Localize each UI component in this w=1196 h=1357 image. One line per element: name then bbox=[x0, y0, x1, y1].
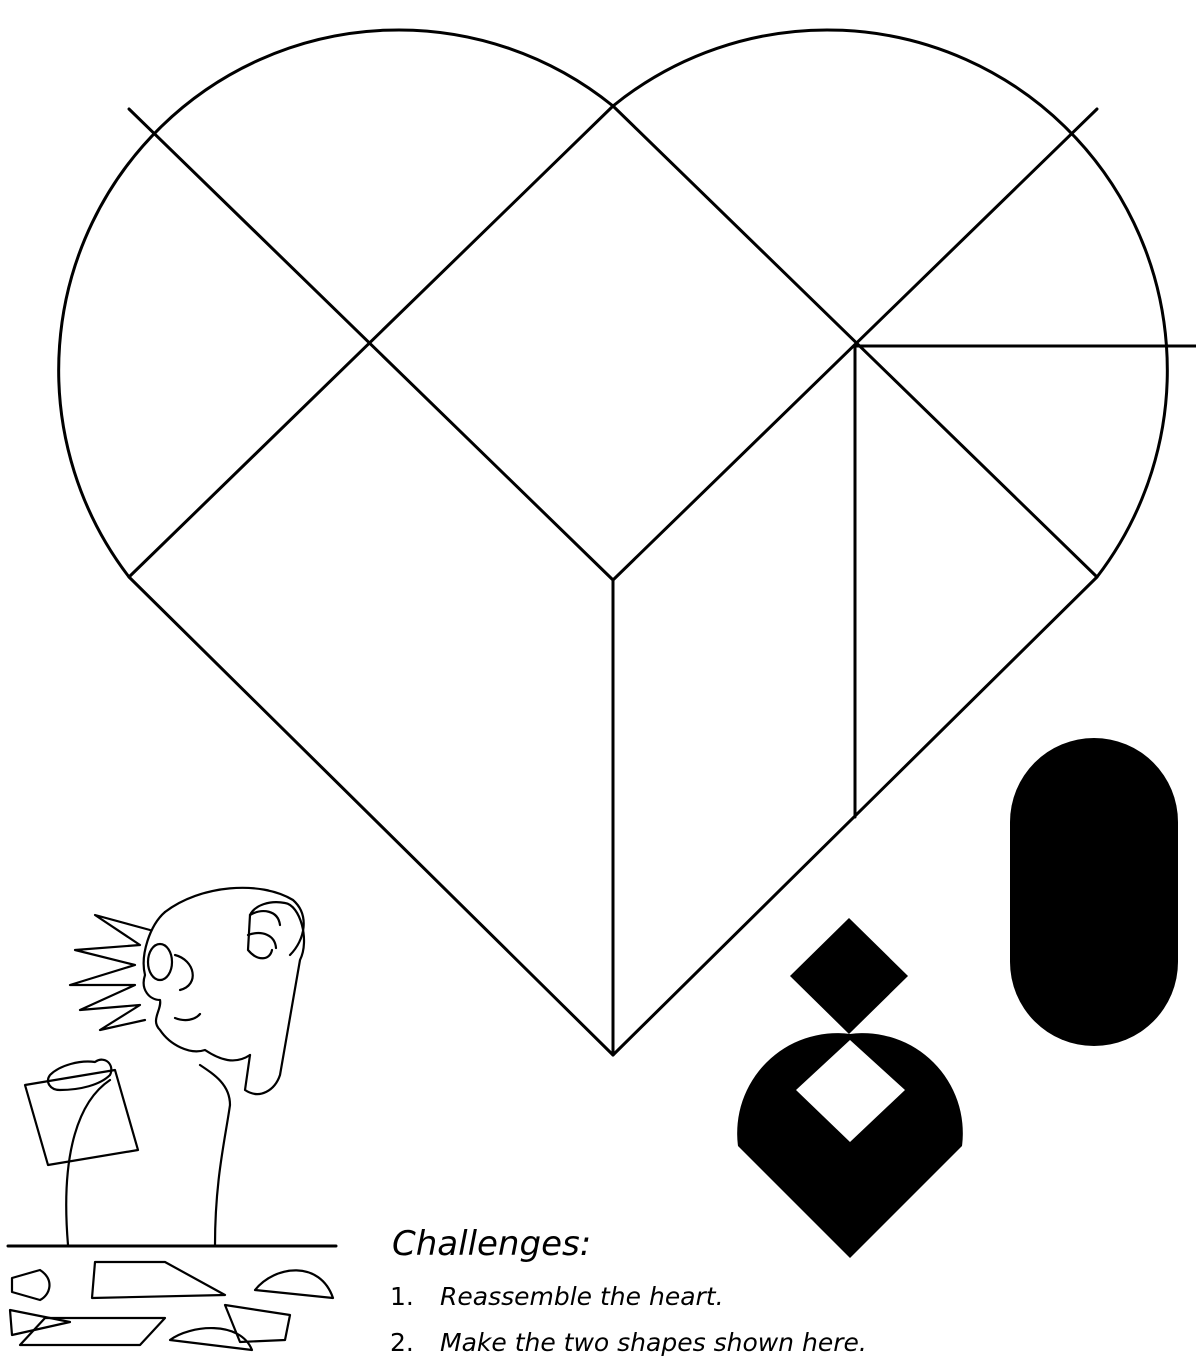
scattered-piece bbox=[12, 1270, 49, 1300]
boy-nose bbox=[175, 955, 193, 990]
heart-cut-line bbox=[129, 106, 613, 577]
boy-hair bbox=[70, 915, 150, 1030]
boy-raised-arm bbox=[245, 902, 304, 1094]
scattered-piece bbox=[20, 1318, 165, 1345]
boy-mouth bbox=[175, 1014, 200, 1020]
challenge-text: Reassemble the heart. bbox=[440, 1274, 724, 1320]
boy-fingers bbox=[248, 911, 280, 948]
boy-face bbox=[144, 912, 250, 1060]
heart-cut-line bbox=[129, 109, 613, 580]
challenges-title: Challenges: bbox=[392, 1222, 1090, 1266]
target-shape-spade bbox=[737, 918, 963, 1258]
challenge-number: 2. bbox=[390, 1320, 440, 1357]
challenges-section: Challenges: 1. Reassemble the heart. 2. … bbox=[390, 1222, 1090, 1357]
challenge-item: 2. Make the two shapes shown here. bbox=[390, 1320, 1090, 1357]
boy-illustration bbox=[8, 888, 336, 1246]
scattered-piece bbox=[255, 1270, 333, 1298]
scattered-pieces bbox=[10, 1262, 333, 1350]
boy-eye bbox=[148, 944, 172, 980]
challenge-text: Make the two shapes shown here. bbox=[440, 1320, 867, 1357]
boy-torso bbox=[66, 1065, 230, 1245]
boy-hat bbox=[165, 888, 304, 955]
challenge-item: 1. Reassemble the heart. bbox=[390, 1274, 1090, 1320]
challenge-number: 1. bbox=[390, 1274, 440, 1320]
target-shape-oval bbox=[1010, 738, 1178, 1046]
scattered-piece bbox=[225, 1305, 290, 1342]
scattered-piece bbox=[92, 1262, 225, 1298]
spade-diamond bbox=[790, 918, 908, 1034]
